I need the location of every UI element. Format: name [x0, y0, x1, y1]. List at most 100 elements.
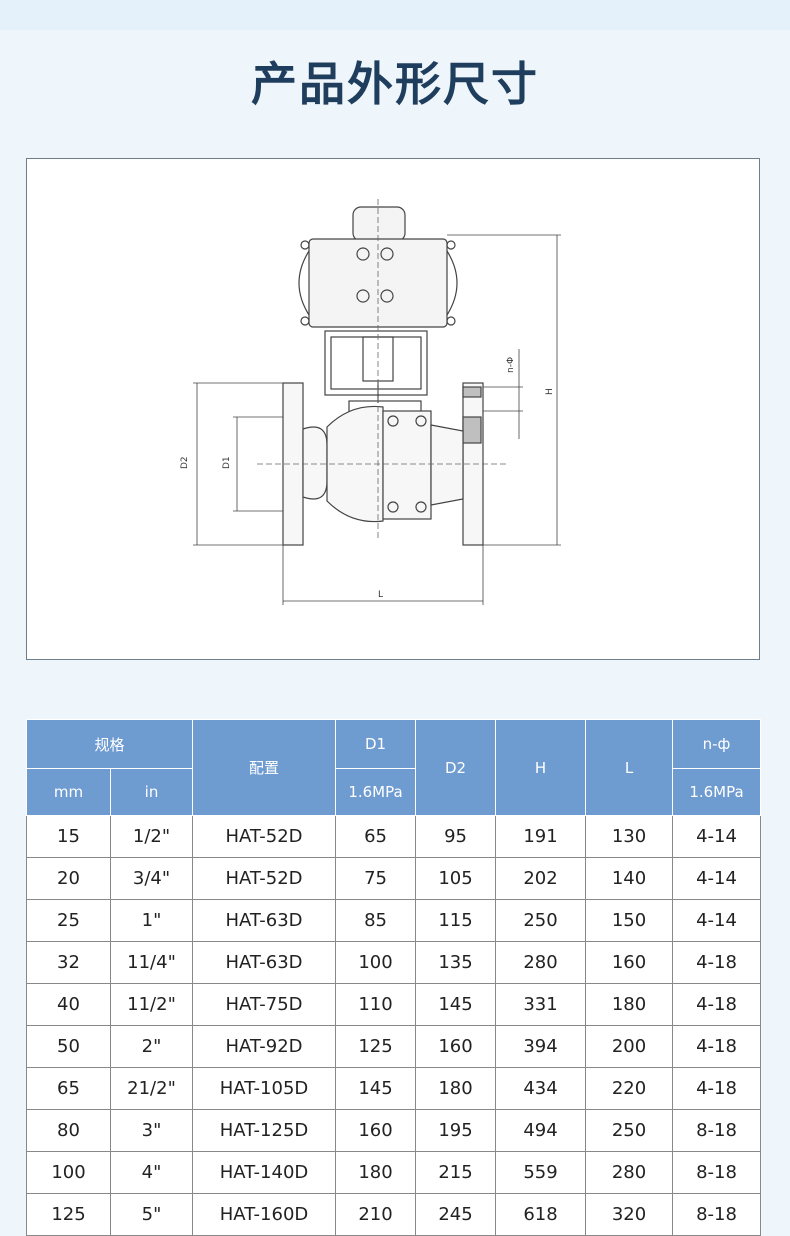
d2-label: D2 [180, 456, 190, 469]
cell-config: HAT-52D [192, 857, 337, 900]
dimension-drawing: D2 D1 H L n-Φ [26, 158, 760, 660]
cell-d1: 125 [335, 1025, 417, 1068]
cell-d2: 245 [415, 1193, 497, 1236]
cell-d2: 115 [415, 899, 497, 942]
cell-in: 1/2" [109, 815, 194, 858]
cell-nphi: 4-18 [672, 1067, 762, 1110]
cell-mm: 80 [26, 1109, 111, 1152]
cell-l: 150 [585, 899, 674, 942]
cell-mm: 50 [26, 1025, 111, 1068]
top-band [0, 0, 790, 30]
cell-in: 5" [109, 1193, 194, 1236]
cell-mm: 32 [26, 941, 111, 984]
cell-in: 3/4" [109, 857, 194, 900]
cell-l: 280 [585, 1151, 674, 1194]
cell-nphi: 4-14 [672, 815, 762, 858]
cell-nphi: 4-18 [672, 941, 762, 984]
cell-nphi: 8-18 [672, 1151, 762, 1194]
cell-d1: 110 [335, 983, 417, 1026]
dimension-table: 规格 配置 D1 D2 H L n-ф mm in 1.6MPa 1.6MPa … [25, 719, 762, 1236]
cell-l: 250 [585, 1109, 674, 1152]
cell-h: 280 [495, 941, 587, 984]
header-d1: D1 [335, 719, 417, 769]
cell-d1: 210 [335, 1193, 417, 1236]
cell-d1: 85 [335, 899, 417, 942]
cell-config: HAT-105D [192, 1067, 337, 1110]
cell-h: 394 [495, 1025, 587, 1068]
cell-h: 250 [495, 899, 587, 942]
cell-nphi: 8-18 [672, 1193, 762, 1236]
cell-h: 618 [495, 1193, 587, 1236]
cell-h: 494 [495, 1109, 587, 1152]
cell-d1: 160 [335, 1109, 417, 1152]
cell-nphi: 4-18 [672, 983, 762, 1026]
d1-label: D1 [222, 456, 232, 469]
h-label: H [545, 388, 555, 395]
cell-config: HAT-52D [192, 815, 337, 858]
cell-d2: 95 [415, 815, 497, 858]
header-d1-pressure: 1.6MPa [335, 768, 417, 816]
cell-config: HAT-75D [192, 983, 337, 1026]
valve-diagram: D2 D1 H L n-Φ [180, 199, 561, 605]
cell-h: 559 [495, 1151, 587, 1194]
cell-nphi: 4-14 [672, 857, 762, 900]
header-d2: D2 [415, 719, 497, 816]
cell-d1: 65 [335, 815, 417, 858]
page-title: 产品外形尺寸 [251, 57, 539, 111]
cell-mm: 25 [26, 899, 111, 942]
cell-mm: 125 [26, 1193, 111, 1236]
cell-l: 130 [585, 815, 674, 858]
cell-d2: 105 [415, 857, 497, 900]
cell-in: 4" [109, 1151, 194, 1194]
cell-in: 2" [109, 1025, 194, 1068]
cell-d1: 145 [335, 1067, 417, 1110]
cell-l: 200 [585, 1025, 674, 1068]
cell-h: 191 [495, 815, 587, 858]
cell-d2: 180 [415, 1067, 497, 1110]
header-nphi-pressure: 1.6MPa [672, 768, 762, 816]
cell-d1: 75 [335, 857, 417, 900]
cell-mm: 20 [26, 857, 111, 900]
header-in: in [109, 768, 194, 816]
cell-in: 11/4" [109, 941, 194, 984]
cell-config: HAT-125D [192, 1109, 337, 1152]
cell-config: HAT-140D [192, 1151, 337, 1194]
cell-in: 21/2" [109, 1067, 194, 1110]
cell-l: 140 [585, 857, 674, 900]
cell-in: 11/2" [109, 983, 194, 1026]
header-mm: mm [26, 768, 111, 816]
cell-h: 434 [495, 1067, 587, 1110]
cell-mm: 40 [26, 983, 111, 1026]
cell-in: 3" [109, 1109, 194, 1152]
l-label: L [378, 590, 383, 600]
cell-h: 331 [495, 983, 587, 1026]
header-l: L [585, 719, 674, 816]
cell-in: 1" [109, 899, 194, 942]
header-config: 配置 [192, 719, 337, 816]
cell-d2: 195 [415, 1109, 497, 1152]
cell-nphi: 8-18 [672, 1109, 762, 1152]
cell-d2: 160 [415, 1025, 497, 1068]
cell-config: HAT-160D [192, 1193, 337, 1236]
cell-d1: 100 [335, 941, 417, 984]
cell-nphi: 4-18 [672, 1025, 762, 1068]
cell-config: HAT-63D [192, 941, 337, 984]
cell-l: 160 [585, 941, 674, 984]
cell-mm: 100 [26, 1151, 111, 1194]
cell-d1: 180 [335, 1151, 417, 1194]
header-spec: 规格 [25, 719, 194, 769]
cell-mm: 65 [26, 1067, 111, 1110]
cell-l: 220 [585, 1067, 674, 1110]
n-phi-label: n-Φ [506, 357, 516, 373]
cell-config: HAT-92D [192, 1025, 337, 1068]
